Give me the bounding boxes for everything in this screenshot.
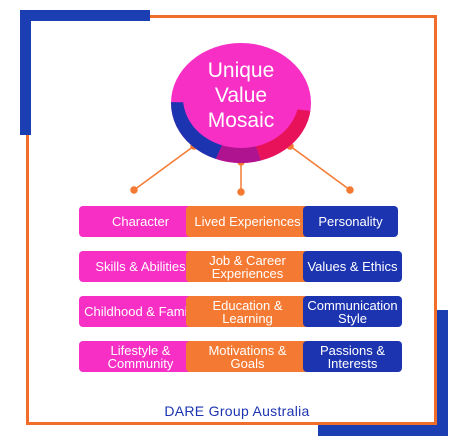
box-education-learning: Education & Learning (186, 296, 309, 327)
connector-middle-dot-bottom (237, 188, 245, 196)
hub-title: Unique Value Mosaic (170, 58, 312, 133)
footer-credit: DARE Group Australia (164, 403, 310, 419)
box-character: Character (79, 206, 202, 237)
box-lived-experiences: Lived Experiences (186, 206, 309, 237)
box-communication-style: Communication Style (303, 296, 402, 327)
hub-circle: Unique Value Mosaic (170, 42, 312, 164)
box-lifestyle-community: Lifestyle & Community (79, 341, 202, 372)
blue-corner-top-left (20, 10, 150, 135)
hub-line-2: Value (214, 84, 268, 107)
box-personality: Personality (303, 206, 398, 237)
connector-right (289, 145, 351, 191)
box-values-ethics: Values & Ethics (303, 251, 402, 282)
connector-right-dot-bottom (346, 186, 354, 194)
blue-corner-bottom-right (318, 310, 448, 436)
connector-left-dot-bottom (130, 186, 138, 194)
box-skills-abilities: Skills & Abilities (79, 251, 202, 282)
hub-line-1: Unique (207, 59, 275, 82)
orange-frame (26, 15, 437, 425)
box-motivations-goals: Motivations & Goals (186, 341, 309, 372)
connector-left (133, 145, 195, 191)
box-passions-interests: Passions & Interests (303, 341, 402, 372)
hub-line-3: Mosaic (207, 109, 275, 132)
box-job-career-experiences: Job & Career Experiences (186, 251, 309, 282)
box-childhood-family: Childhood & Family (79, 296, 202, 327)
